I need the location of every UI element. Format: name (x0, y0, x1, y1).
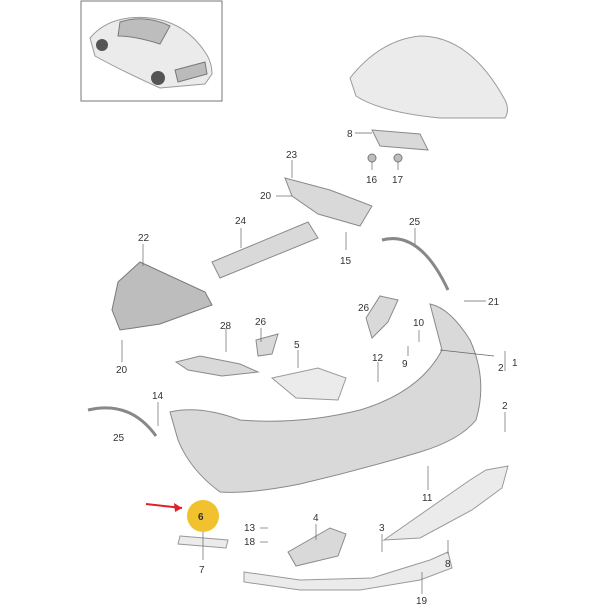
callout-17-b: 17 (392, 175, 404, 186)
trim-25-right (381, 237, 450, 291)
callout-5: 5 (294, 340, 300, 351)
callout-2: 2 (502, 401, 508, 412)
callout-20-top: 20 (260, 191, 272, 202)
callout-18: 18 (244, 537, 256, 548)
bracket-26-right (365, 295, 399, 339)
callout-23: 23 (286, 150, 298, 161)
callout-26-right: 26 (358, 303, 370, 314)
clip-17b (393, 153, 403, 163)
reflector-4 (287, 527, 347, 567)
callout-2-right: 2 (498, 363, 504, 374)
callout-4: 4 (313, 513, 319, 524)
callout-11: 10 (413, 318, 425, 329)
clip-17a (367, 153, 377, 163)
callout-26-left: 26 (255, 317, 267, 328)
callout-14: 13 (244, 523, 256, 534)
callout-labels: 8 23 20 24 15 22 20 16 17 25 21 1 2 2 10… (113, 129, 518, 607)
callout-7: 7 (199, 565, 205, 576)
callout-22: 22 (138, 233, 150, 244)
red-arrowhead-icon (174, 503, 182, 512)
vehicle-thumbnail (80, 0, 223, 102)
callout-6: 6 (198, 512, 204, 523)
callout-21: 21 (488, 297, 500, 308)
rail-24 (211, 221, 319, 279)
bumper-cover (169, 303, 482, 493)
cover-23 (284, 177, 373, 227)
strip-19 (243, 551, 453, 591)
rear-lid (349, 35, 508, 119)
callout-13: 12 (372, 353, 384, 364)
callout-25-right: 25 (409, 217, 421, 228)
bracket-9 (371, 129, 429, 151)
strip-28 (174, 355, 260, 377)
callout-1: 1 (512, 358, 518, 369)
highlight-marker (187, 500, 219, 532)
callout-25-left: 25 (113, 433, 125, 444)
callout-19: 19 (416, 596, 428, 607)
callout-12: 11 (422, 493, 433, 504)
callout-24: 24 (235, 216, 247, 227)
callout-8: 8 (445, 559, 451, 570)
leader-lines (121, 132, 506, 594)
callout-17-a: 16 (366, 175, 378, 186)
callout-15: 14 (152, 391, 164, 402)
callout-16: 15 (340, 256, 352, 267)
trim-25-left (87, 406, 158, 437)
bracket-22 (111, 261, 213, 331)
callout-9: 8 (347, 129, 353, 140)
diffuser-3 (382, 465, 509, 541)
grille-5 (270, 367, 347, 401)
callout-20-left: 20 (116, 365, 128, 376)
callout-28: 28 (220, 321, 232, 332)
callout-3: 3 (379, 523, 385, 534)
bracket-26-left (255, 333, 279, 357)
callout-10: 9 (402, 359, 408, 370)
